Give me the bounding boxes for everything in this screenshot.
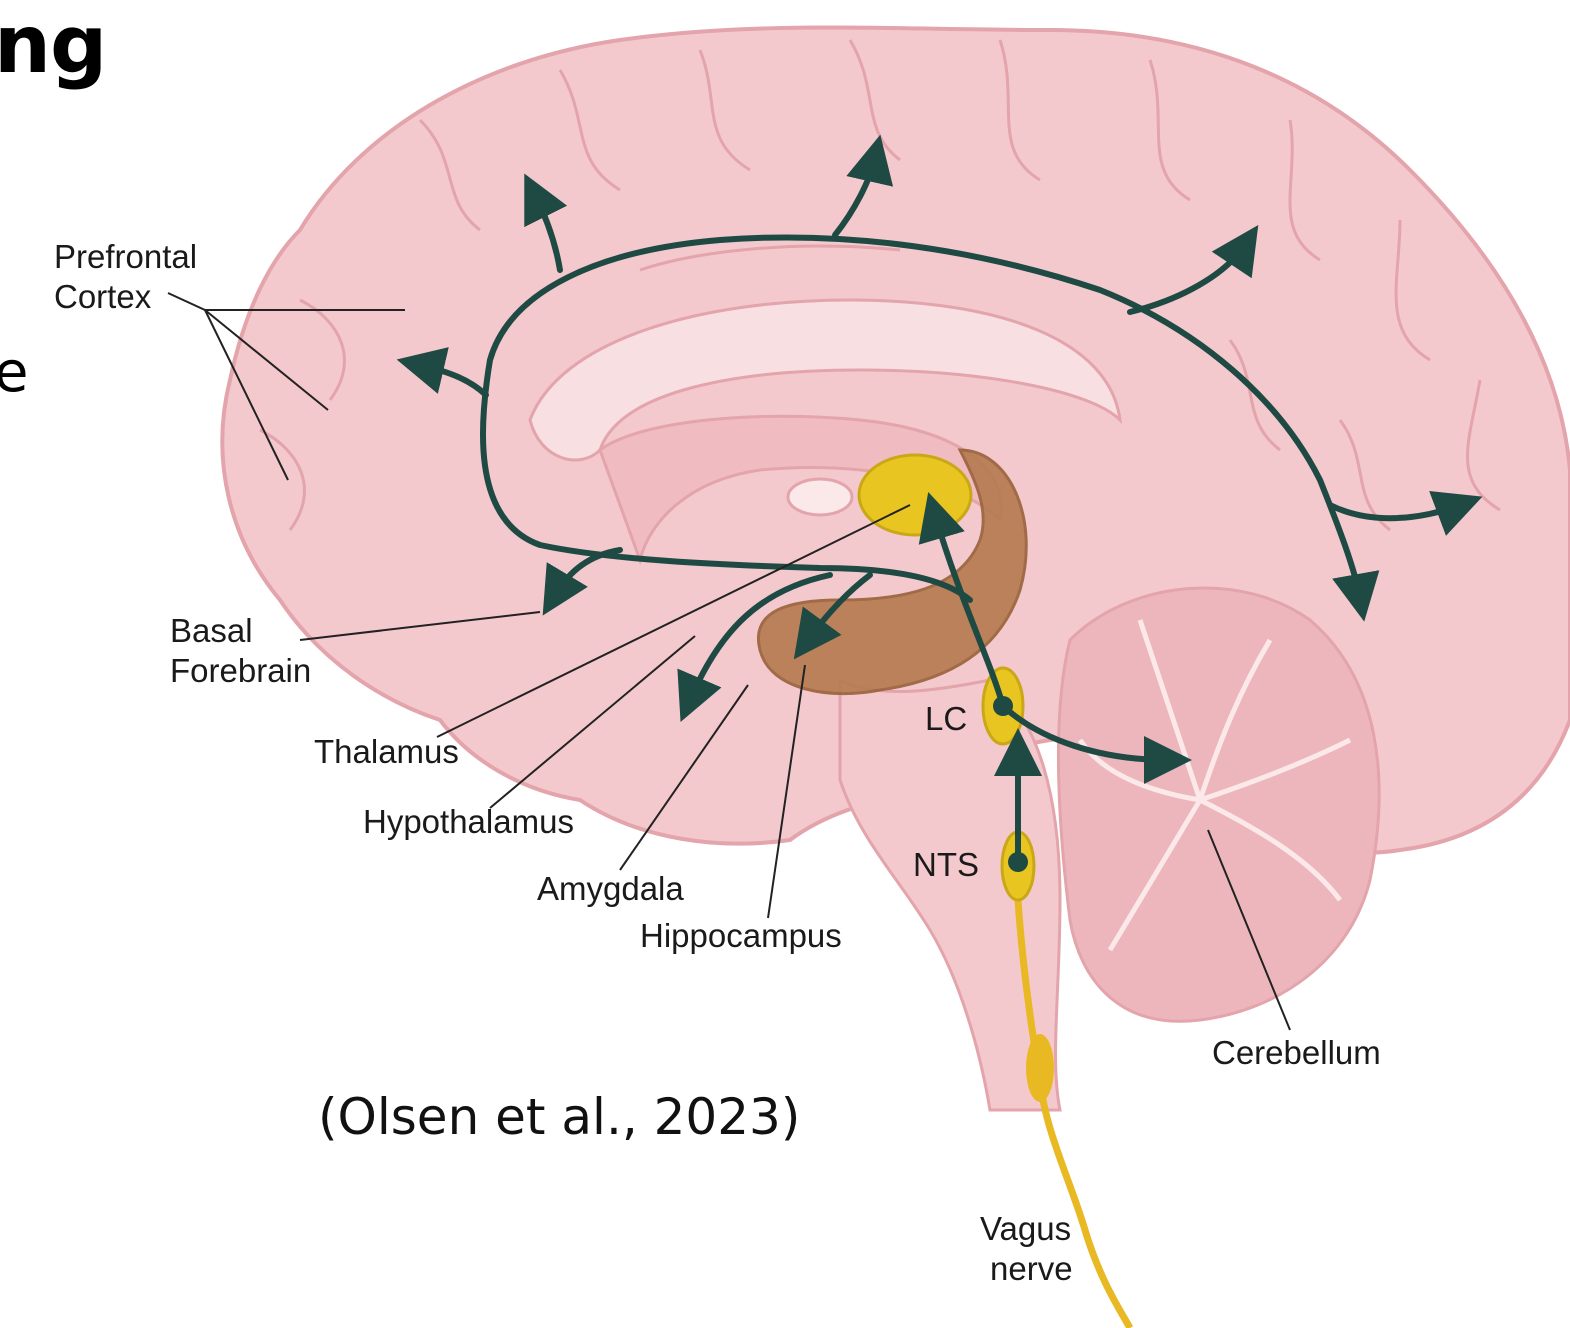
thalamus-highlight bbox=[859, 455, 971, 535]
label-lc: LC bbox=[925, 700, 967, 737]
label-prefrontal-cortex-1: Prefrontal bbox=[54, 238, 197, 275]
label-hypothalamus: Hypothalamus bbox=[363, 803, 574, 840]
vagus-ganglion bbox=[1026, 1034, 1054, 1102]
citation: (Olsen et al., 2023) bbox=[318, 1088, 800, 1146]
label-cerebellum: Cerebellum bbox=[1212, 1034, 1381, 1071]
label-hippocampus: Hippocampus bbox=[640, 917, 842, 954]
label-thalamus: Thalamus bbox=[314, 733, 459, 770]
label-vagus-nerve-2: nerve bbox=[990, 1250, 1073, 1287]
label-basal-forebrain-2: Forebrain bbox=[170, 652, 311, 689]
nts-dot bbox=[1008, 852, 1028, 872]
label-amygdala: Amygdala bbox=[537, 870, 684, 907]
label-basal-forebrain-1: Basal bbox=[170, 612, 253, 649]
lc-dot bbox=[993, 696, 1013, 716]
cerebellum bbox=[1058, 588, 1379, 1021]
ventricle bbox=[788, 479, 852, 515]
label-prefrontal-cortex-2: Cortex bbox=[54, 278, 152, 315]
label-nts: NTS bbox=[913, 846, 979, 883]
label-vagus-nerve-1: Vagus bbox=[980, 1210, 1071, 1247]
